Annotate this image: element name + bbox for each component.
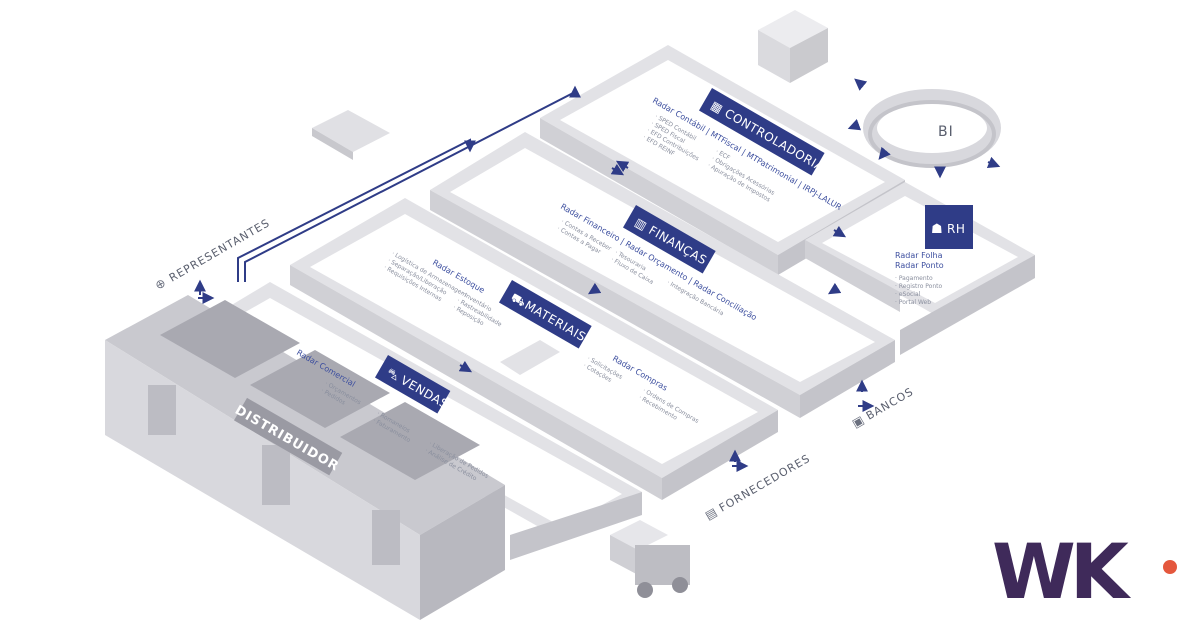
materiais-room [290, 198, 778, 500]
people-icon: ☗ [931, 222, 943, 237]
cart-icon: ⛍ [384, 365, 402, 383]
forklift-prop [610, 520, 690, 598]
item: · Portal Web [895, 299, 931, 306]
distribuidor-building: DISTRIBUIDOR [105, 295, 505, 620]
boxes-prop [758, 10, 828, 83]
pallet-prop [312, 110, 390, 160]
radar-rh-folha: Radar Folha [895, 251, 943, 260]
truck-icon: ▤ [703, 505, 720, 523]
representantes-label-group: ⊕ REPRESENTANTES [153, 216, 273, 292]
bancos-label-group: ▣ BANCOS [850, 385, 916, 431]
item: · Pagamento [895, 275, 933, 282]
radar-rh-ponto: Radar Ponto [895, 261, 944, 270]
item: · eSocial [895, 291, 921, 298]
badge-label-rh: RH [947, 222, 965, 236]
bancos-label: BANCOS [864, 385, 916, 423]
financas-room [430, 132, 895, 418]
flow-arrows [194, 78, 1001, 472]
item: · Registro Ponto [895, 283, 943, 290]
representantes-label: REPRESENTANTES [167, 216, 272, 284]
globe-icon: ⊕ [153, 275, 169, 292]
bi-ring: BI [863, 89, 1001, 168]
badge-rh: ☗ RH [925, 205, 973, 249]
forklift-icon: ⛟ [508, 290, 528, 310]
fornecedores-label: FORNECEDORES [717, 452, 813, 515]
rh-room [805, 182, 1035, 355]
bi-label: BI [938, 124, 954, 140]
wk-logo: WK [992, 527, 1177, 616]
wk-logo-text: WK [992, 527, 1132, 616]
bank-icon: ▣ [850, 413, 867, 431]
rh-text: Radar Folha Radar Ponto · Pagamento · Re… [895, 251, 944, 306]
representantes-connector [237, 85, 581, 282]
logo-dot-icon [1163, 560, 1177, 574]
